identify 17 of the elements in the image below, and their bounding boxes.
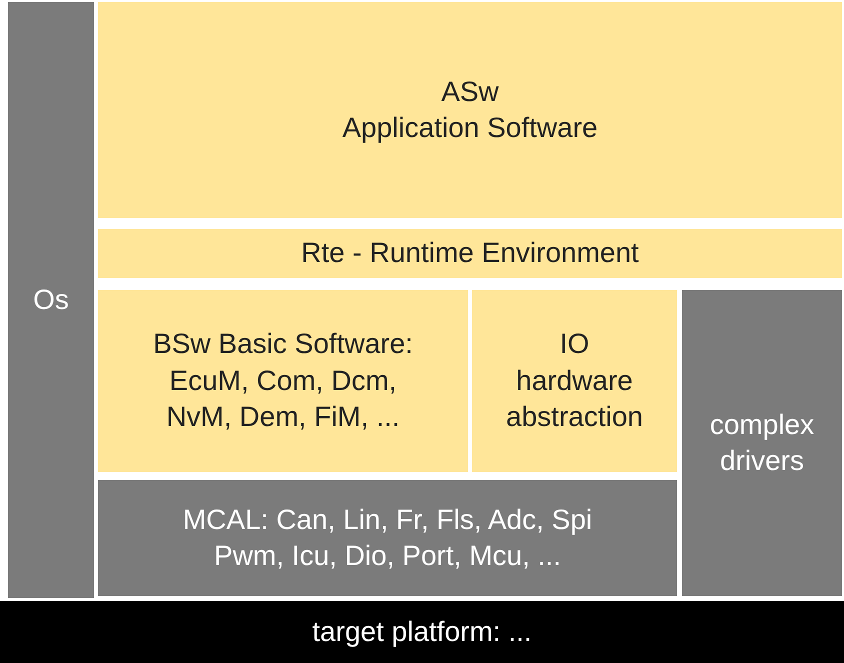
layer-label: complex drivers: [708, 408, 816, 478]
platform-layer-bar: [0, 601, 844, 663]
layer-label: Os: [33, 282, 69, 317]
application-layer-box: [98, 2, 842, 218]
layer-label: BSw Basic Software: EcuM, Com, Dcm, NvM, Dem, FiM, ...: [152, 327, 414, 434]
os-layer-bar: [8, 2, 94, 598]
mcal-layer-box: [98, 480, 677, 596]
layer-label: IO hardware abstraction: [505, 327, 644, 434]
layer-label: MCAL: Can, Lin, Fr, Fls, Adc, Spi Pwm, Icu, Dio, Port, Mcu, ...: [182, 502, 594, 573]
layer-label: target platform: ...: [312, 614, 532, 649]
io-abstraction-box: [472, 290, 677, 472]
layer-abbreviation: ASw: [441, 74, 499, 109]
layer-label: Rte - Runtime Environment: [301, 236, 639, 270]
complex-drivers-box: [682, 290, 842, 596]
runtime-layer-box: [98, 229, 842, 278]
layer-label: Application Software: [342, 111, 598, 145]
basic-software-box: [98, 290, 468, 472]
